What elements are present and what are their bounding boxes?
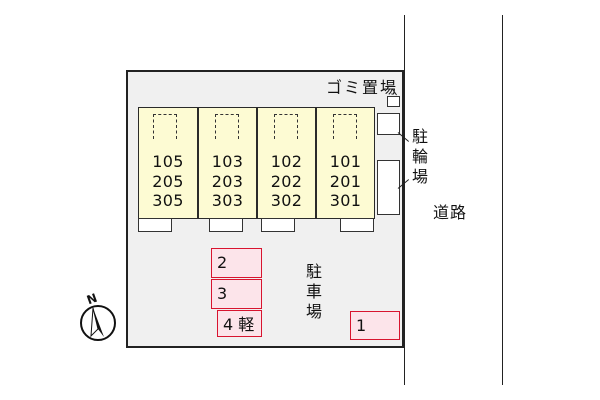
unit-column: 103 203 303 [198,107,257,219]
parking-space-number: 3 [217,284,228,303]
parking-space-number: 1 [356,316,367,335]
unit-column: 102 202 302 [257,107,316,219]
bicycle-parking-label: 駐 輪 場 [410,127,430,187]
room-number: 302 [270,191,303,210]
room-number: 301 [329,191,362,210]
room-number: 203 [211,171,244,191]
room-number: 202 [270,171,303,191]
label-char: 車 [305,282,322,301]
parking-lot-label: 駐 車 場 [304,262,324,322]
room-number: 205 [152,171,184,191]
parking-space: 4 軽 [217,310,262,337]
label-char: 場 [411,167,428,186]
parking-space: 1 [350,311,400,340]
label-char: 場 [305,302,322,321]
unit-column: 101 201 301 [316,107,375,219]
room-number: 101 [329,152,362,171]
room-number: 103 [211,152,244,171]
parking-space: 3 [211,279,262,309]
parking-space: 2 [211,248,262,278]
room-number: 303 [211,191,244,210]
room-numbers: 101 201 301 [317,152,374,211]
room-number: 102 [270,152,303,171]
entrance-step [209,218,243,232]
entrance-step [340,218,374,232]
label-char: 輪 [411,147,428,166]
garbage-area-label: ゴミ置場 [326,78,399,97]
room-numbers: 105 205 305 [139,152,197,211]
parking-space-number: 4 軽 [223,315,255,334]
bicycle-parking-box-small [377,113,400,135]
road-far-line [502,15,503,385]
road-edge-line [404,15,405,385]
road-label: 道路 [433,203,468,222]
apartment-building: 105 205 305 103 203 303 102 202 302 101 … [138,107,375,219]
garbage-area-box [387,96,400,107]
label-char: 駐 [305,262,322,281]
parking-space-number: 2 [217,253,228,272]
room-number: 105 [152,152,184,171]
north-compass-icon [78,303,118,343]
room-number: 305 [152,191,184,210]
room-numbers: 103 203 303 [199,152,256,211]
entrance-step [261,218,295,232]
entrance-step [138,218,172,232]
room-number: 201 [329,171,362,191]
unit-column: 105 205 305 [138,107,198,219]
bicycle-parking-box-large [377,160,400,215]
room-numbers: 102 202 302 [258,152,315,211]
label-char: 駐 [411,127,428,146]
